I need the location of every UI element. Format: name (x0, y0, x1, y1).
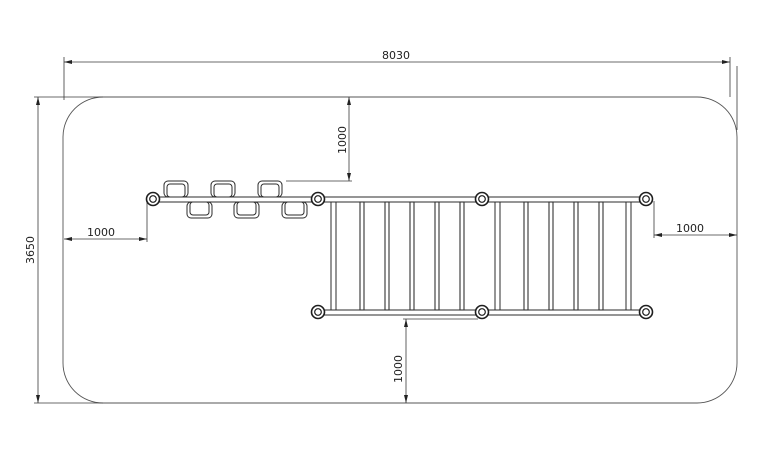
zigzag-bar-element (153, 180, 318, 219)
post-top-right (638, 191, 654, 207)
post-bottom-left (310, 304, 326, 320)
overall-depth-dimension: 3650 (24, 96, 103, 404)
overall-width-dimension: 8030 (63, 49, 738, 130)
overall-depth-label: 3650 (24, 236, 37, 264)
bottom-clearance-dimension: 1000 (392, 318, 478, 403)
top-clearance-label: 1000 (336, 126, 349, 154)
right-clearance-label: 1000 (676, 222, 704, 235)
post-bottom-middle (474, 304, 490, 320)
post-bottom-right (638, 304, 654, 320)
ladder-frame (318, 196, 646, 316)
post-top-2 (310, 191, 326, 207)
left-clearance-label: 1000 (87, 226, 115, 239)
right-clearance-dimension: 1000 (653, 201, 737, 238)
overall-width-label: 8030 (382, 49, 410, 62)
post-top-3 (474, 191, 490, 207)
top-clearance-dimension: 1000 (286, 97, 352, 182)
left-clearance-dimension: 1000 (64, 201, 148, 242)
bottom-clearance-label: 1000 (392, 355, 405, 383)
post-top-left (145, 191, 161, 207)
safety-zone-boundary (62, 96, 738, 404)
ladder-rungs (359, 201, 604, 311)
